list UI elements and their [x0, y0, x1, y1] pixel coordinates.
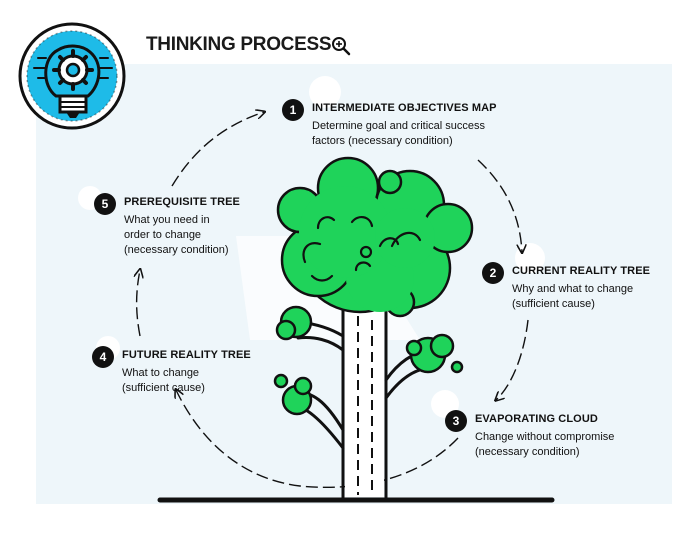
step-number-badge: 2 — [482, 262, 504, 284]
step-title: FUTURE REALITY TREE — [122, 349, 251, 361]
trunk-fill — [345, 292, 384, 497]
page-title: THINKING PROCESS — [146, 34, 332, 55]
canopy-details — [302, 216, 422, 282]
step-number-badge: 3 — [445, 410, 467, 432]
step-description: Change without compromise(necessary cond… — [475, 431, 615, 458]
arrow-2-to-3 — [496, 319, 529, 400]
step-description: Why and what to change(sufficient cause) — [512, 283, 634, 310]
arrow-1-to-2 — [477, 159, 522, 252]
step-number-badge: 4 — [92, 346, 114, 368]
arrow-5-to-1 — [171, 112, 264, 187]
leaf-clusters — [273, 305, 464, 416]
step-title: PREREQUISITE TREE — [124, 196, 240, 208]
step-number-badge: 5 — [94, 193, 116, 215]
zoom-in-icon[interactable] — [331, 36, 351, 56]
tree-canopy — [276, 156, 474, 318]
lightbulb-gear-icon — [18, 22, 126, 130]
arrow-4-to-5 — [137, 270, 140, 337]
arrow-3-to-4 — [176, 390, 459, 489]
step-title: EVAPORATING CLOUD — [475, 413, 598, 425]
step-number-badge: 1 — [282, 99, 304, 121]
step-title: CURRENT REALITY TREE — [512, 265, 651, 277]
cycle-arrows — [137, 112, 529, 489]
step-title: INTERMEDIATE OBJECTIVES MAP — [312, 102, 497, 114]
step-description: What to change(sufficient cause) — [122, 367, 205, 394]
